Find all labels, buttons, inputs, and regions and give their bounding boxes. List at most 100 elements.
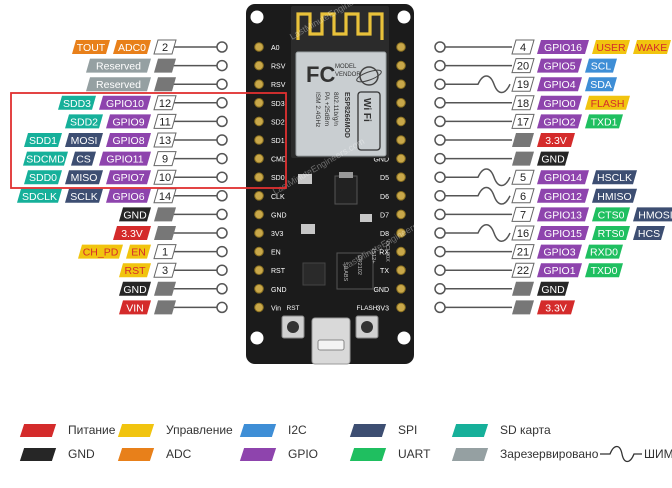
pin-number-tag-empty: [512, 133, 534, 147]
module-brand-line2: VENDOR: [335, 72, 361, 78]
pin-function-tag: [126, 244, 151, 259]
pin-number: 22: [517, 265, 529, 277]
pin-function-label: GPIO8: [112, 135, 144, 147]
pin-number: 3: [162, 265, 168, 277]
legend-swatch: [117, 423, 155, 437]
pin-function-label: HMISO: [597, 191, 631, 203]
pin-function-tag: [106, 133, 151, 147]
pin-function-tag: [23, 151, 68, 166]
pin-number: 10: [159, 172, 171, 184]
pwm-wave-icon: [436, 186, 511, 205]
rst-button-label: RST: [287, 305, 300, 312]
pin-function-label: CS: [76, 154, 91, 166]
legend-item-gnd: GND: [19, 446, 95, 462]
legend-swatch: [239, 447, 277, 461]
pin-function-label: GPIO11: [106, 154, 143, 166]
header-pin-right: [396, 228, 406, 238]
sd-pins-highlight-box: [10, 92, 287, 189]
pin-function-label: GPIO15: [544, 228, 582, 240]
pin-function-tag: [119, 263, 151, 278]
silkscreen-label-right: D6: [380, 194, 389, 201]
pin-function-label: GPIO4: [543, 79, 575, 91]
legend-swatch: [451, 447, 489, 461]
silkscreen-label-left: SD3: [271, 101, 285, 108]
pin-function-tag: [537, 263, 582, 278]
pin-number: 18: [517, 98, 529, 110]
silkscreen-label-right: 3V3: [377, 305, 390, 312]
pin-function-tag: [71, 151, 96, 166]
legend-item-gpio: GPIO: [239, 446, 319, 462]
header-pin-left: [254, 60, 264, 71]
pin-function-label: TOUT: [77, 42, 106, 54]
header-pin-left: [254, 135, 264, 145]
left-pin-row: Reserved: [86, 58, 228, 73]
pin-function-tag: [65, 170, 103, 185]
pin-connector: [216, 245, 228, 258]
pin-number-tag: [153, 262, 177, 278]
module-brand-line1: MODEL: [335, 64, 357, 70]
pin-connector: [216, 190, 228, 202]
module-spec-text: PA +25dBm: [323, 92, 330, 126]
pin-connector: [434, 134, 446, 146]
pin-number-tag: [511, 95, 535, 111]
rst-button[interactable]: [281, 315, 305, 339]
pin-function-label: GPIO2: [543, 116, 575, 128]
pin-function-label: SCL: [591, 61, 612, 73]
mounting-hole: [397, 331, 411, 345]
silkscreen-label-left: RST: [271, 268, 286, 275]
pin-number: 20: [517, 61, 529, 73]
pin-function-label: HMOSI: [638, 209, 672, 221]
legend-label: GPIO: [288, 447, 319, 461]
pin-function-label: GPIO6: [112, 191, 144, 203]
pin-function-tag: [592, 170, 637, 185]
pin-function-label: HCS: [638, 228, 660, 240]
legend-swatch: [349, 447, 387, 461]
flash-button[interactable]: [355, 315, 379, 339]
antenna-trace: [296, 12, 384, 40]
header-pin-right: [396, 172, 406, 182]
silkscreen-label-left: SD1: [271, 138, 285, 145]
legend-swatch: [349, 423, 387, 437]
header-pin-right: [396, 60, 406, 71]
voltage-regulator: [334, 175, 358, 205]
pin-number-tag: [511, 225, 535, 241]
pwm-wave-icon: [436, 75, 511, 94]
pin-function-label: SDCMD: [26, 154, 65, 166]
mounting-hole: [250, 10, 264, 24]
pin-function-tag: [537, 300, 575, 315]
silkscreen-label-left: EN: [271, 250, 281, 257]
pin-connector: [216, 59, 228, 72]
pin-connector: [216, 283, 228, 295]
legend-label: ADC: [166, 447, 192, 461]
legend-swatch: [19, 447, 57, 461]
wifi-badge: [357, 91, 381, 151]
pin-function-tag: [113, 40, 151, 54]
silkscreen-label-right: GND: [373, 287, 389, 294]
pin-connector: [434, 190, 446, 202]
pin-connector: [216, 97, 228, 109]
silkscreen-label-right: TX: [380, 268, 389, 275]
pin-function-tag: [537, 226, 589, 240]
pin-function-tag: [537, 40, 589, 54]
pin-function-tag: [585, 244, 623, 259]
pin-function-label: 3.3V: [545, 302, 567, 314]
silkscreen-label-left: RSV: [271, 82, 286, 89]
pin-function-tag: [24, 170, 62, 185]
pin-function-tag: [537, 188, 589, 203]
header-pin-right: [396, 42, 406, 52]
pin-function-label: GPIO9: [112, 116, 144, 128]
usb-chip-text: CP2102: [356, 255, 362, 275]
pin-connector: [434, 115, 446, 128]
pin-connector: [434, 171, 446, 183]
header-pin-left: [254, 116, 264, 127]
